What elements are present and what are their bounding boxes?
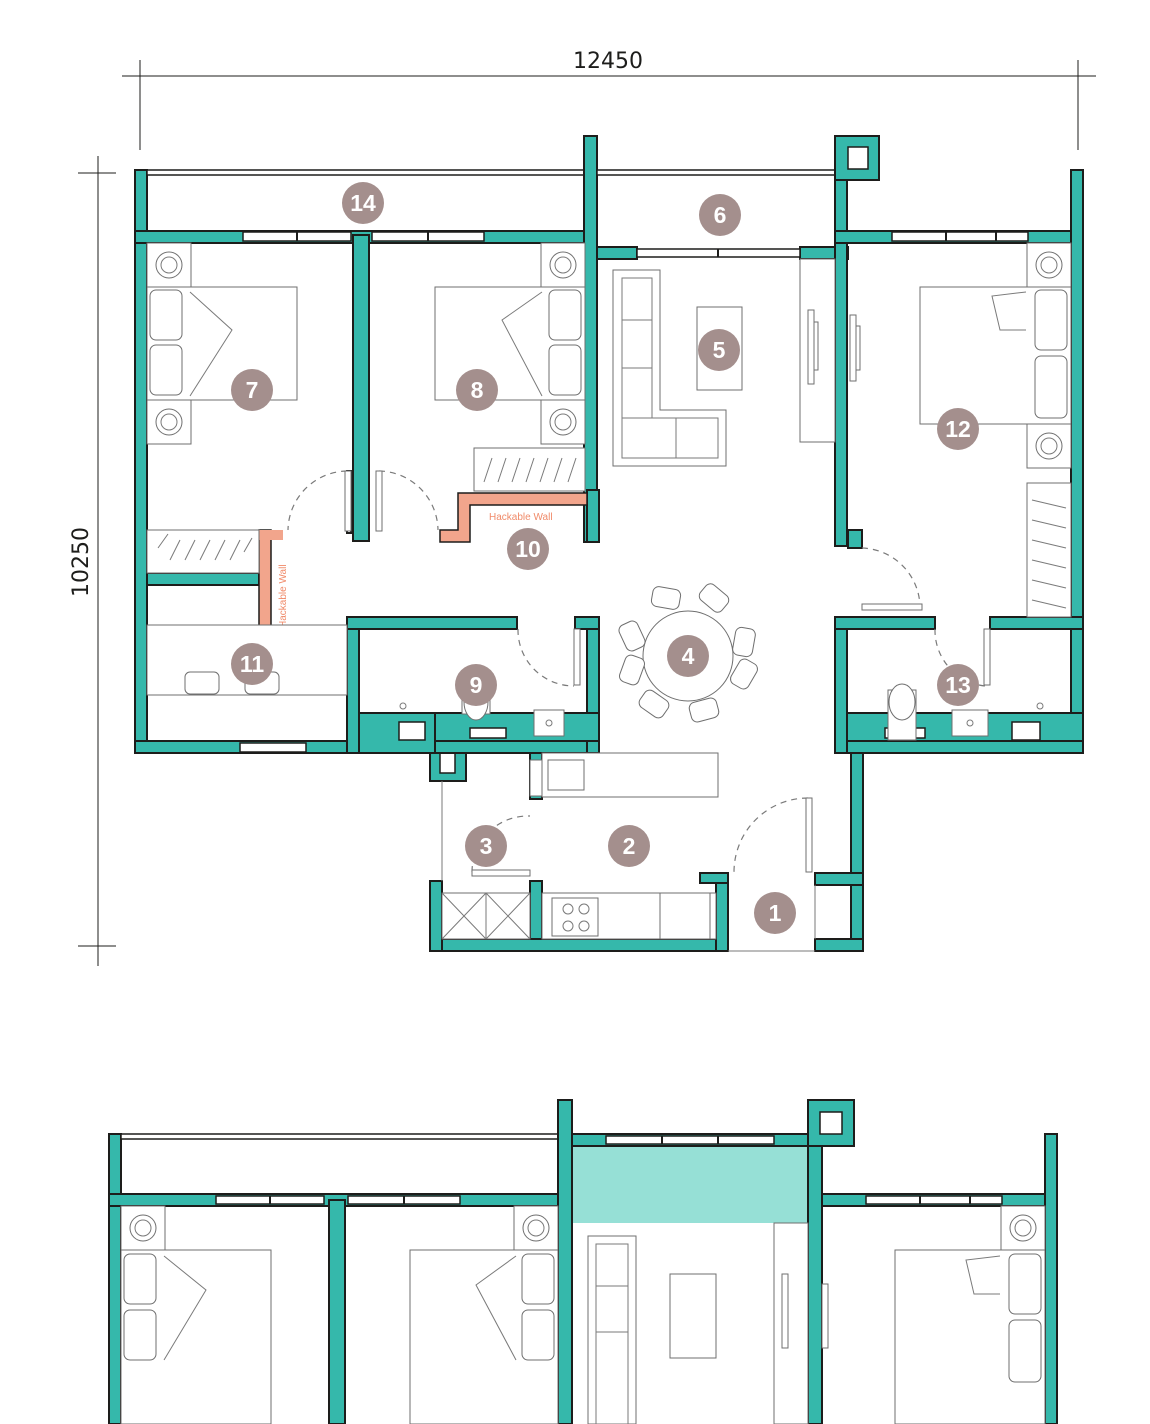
svg-text:3: 3 xyxy=(480,833,493,859)
svg-text:1: 1 xyxy=(769,900,782,926)
svg-text:11: 11 xyxy=(240,651,265,677)
width-dimension-label: 12450 xyxy=(573,49,643,74)
svg-text:2: 2 xyxy=(623,833,636,859)
svg-text:12: 12 xyxy=(945,416,971,442)
hackable-walls: Hackable Wall Hackable Wall xyxy=(258,492,588,631)
height-dimension: 10250 xyxy=(69,156,116,966)
room-badge-7: 7 xyxy=(231,369,273,411)
room-badge-3: 3 xyxy=(465,825,507,867)
bedroom-12-furniture xyxy=(849,242,1072,618)
svg-text:4: 4 xyxy=(682,643,695,669)
width-dimension: 12450 xyxy=(122,49,1096,150)
secondary-plan xyxy=(108,1099,1058,1424)
room-badge-14: 14 xyxy=(342,182,384,224)
entry xyxy=(728,885,816,952)
kitchen-fixtures xyxy=(441,752,719,940)
svg-text:6: 6 xyxy=(714,202,727,228)
room-badge-6: 6 xyxy=(699,194,741,236)
svg-text:14: 14 xyxy=(350,190,376,216)
svg-text:9: 9 xyxy=(470,672,483,698)
svg-text:5: 5 xyxy=(713,337,726,363)
room-badge-4: 4 xyxy=(667,635,709,677)
room-badges: 1 2 3 4 5 6 7 8 9 10 11 12 13 14 xyxy=(231,182,979,934)
room-badge-2: 2 xyxy=(608,825,650,867)
svg-text:10: 10 xyxy=(515,536,541,562)
svg-text:7: 7 xyxy=(246,377,259,403)
room-badge-9: 9 xyxy=(455,664,497,706)
room-badge-8: 8 xyxy=(456,369,498,411)
bedroom-7-furniture xyxy=(146,242,298,574)
windows xyxy=(239,231,1029,753)
height-dimension-label: 10250 xyxy=(69,527,94,597)
room-badge-12: 12 xyxy=(937,408,979,450)
exterior-walls xyxy=(134,135,1084,952)
room-badge-13: 13 xyxy=(937,664,979,706)
room-badge-11: 11 xyxy=(231,643,273,685)
bedroom-8-furniture xyxy=(434,242,586,492)
door-swings xyxy=(287,470,991,877)
room-badge-5: 5 xyxy=(698,329,740,371)
svg-text:13: 13 xyxy=(945,672,971,698)
room-badge-1: 1 xyxy=(754,892,796,934)
svg-text:8: 8 xyxy=(471,377,484,403)
room-badge-10: 10 xyxy=(507,528,549,570)
hackable-wall-label-vertical: Hackable Wall xyxy=(278,564,289,628)
hackable-wall-label: Hackable Wall xyxy=(489,512,553,523)
